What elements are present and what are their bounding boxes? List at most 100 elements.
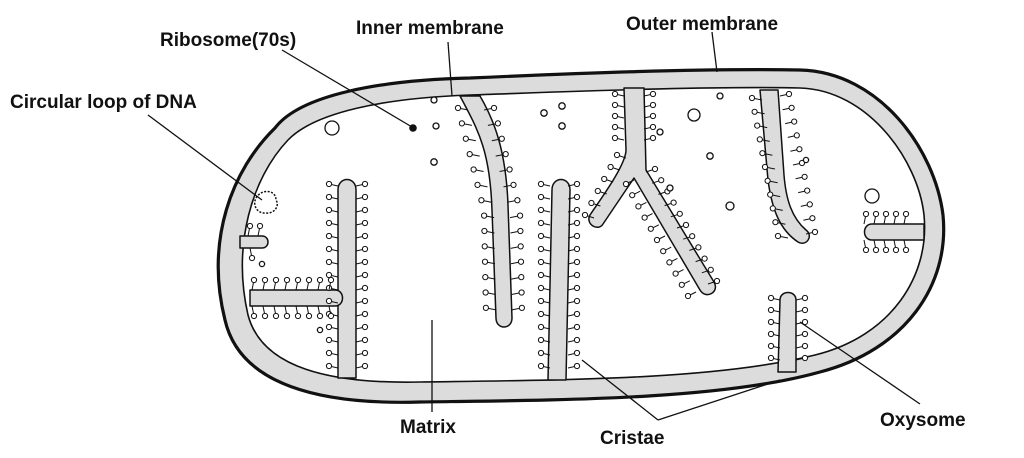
oxysome xyxy=(482,274,489,281)
oxysome xyxy=(316,276,324,284)
oxysome xyxy=(518,274,525,281)
oxysome xyxy=(788,104,795,111)
oxysome xyxy=(537,297,545,305)
oxysome xyxy=(305,276,313,284)
oxysome xyxy=(573,310,581,318)
matrix-granule xyxy=(864,188,880,204)
oxysome xyxy=(325,336,333,344)
oxysome xyxy=(478,197,485,204)
oxysome xyxy=(695,244,702,251)
oxysome xyxy=(294,312,302,320)
oxysome xyxy=(246,222,254,230)
oxysome xyxy=(518,304,526,311)
inner-membrane xyxy=(241,86,926,383)
oxysome xyxy=(325,180,333,188)
inner-membrane-leader xyxy=(447,41,453,97)
matrix-granule xyxy=(558,102,566,110)
oxysome xyxy=(862,210,870,218)
crista xyxy=(759,89,810,244)
oxysome xyxy=(361,284,369,292)
oxysome xyxy=(641,214,648,221)
oxysome xyxy=(517,258,525,265)
oxysome xyxy=(325,271,333,279)
oxysome xyxy=(678,281,685,288)
oxysome xyxy=(283,276,291,284)
oxysome xyxy=(514,197,521,204)
dna-loop xyxy=(254,190,278,214)
oxysome xyxy=(594,187,601,195)
oxysome xyxy=(649,123,657,131)
oxysome xyxy=(629,192,636,199)
label-oxysome: Oxysome xyxy=(880,410,966,431)
crista xyxy=(547,178,571,381)
oxysome xyxy=(462,135,469,142)
matrix-granule-group xyxy=(258,92,880,334)
oxysome xyxy=(458,120,465,127)
oxysome xyxy=(537,180,545,188)
oxysome xyxy=(658,177,665,184)
oxysome xyxy=(361,232,369,240)
dna-leader xyxy=(147,114,263,201)
oxysome xyxy=(902,210,910,218)
oxysome xyxy=(573,336,581,344)
oxysome xyxy=(506,166,513,173)
oxysome xyxy=(517,212,524,219)
oxysome xyxy=(325,297,333,305)
oxysome xyxy=(767,306,775,314)
matrix-granule xyxy=(540,109,548,117)
oxysome xyxy=(666,259,673,266)
oxysome xyxy=(713,277,721,285)
oxysome xyxy=(793,132,800,139)
oxysome xyxy=(872,210,880,218)
oxysome xyxy=(573,349,581,357)
oxysome xyxy=(573,193,581,201)
oxysome xyxy=(361,297,369,305)
crista xyxy=(337,178,357,379)
matrix-granule xyxy=(802,156,810,164)
oxysome xyxy=(327,312,335,320)
oxysome xyxy=(272,276,280,284)
cristae-leader xyxy=(657,379,781,421)
label-outer-membrane: Outer membrane xyxy=(626,14,778,35)
oxysome xyxy=(573,362,581,370)
oxysome xyxy=(806,201,813,208)
oxysome xyxy=(537,336,545,344)
matrix-granule xyxy=(558,122,566,130)
oxysome xyxy=(482,289,489,296)
oxysome xyxy=(649,101,657,109)
oxysome xyxy=(327,276,335,284)
oxysome xyxy=(537,349,545,357)
label-ribosome: Ribosome(70s) xyxy=(160,30,296,51)
oxysome xyxy=(250,312,258,320)
label-matrix: Matrix xyxy=(400,417,456,438)
oxysome xyxy=(490,104,498,112)
oxysome xyxy=(882,246,890,254)
oxysome xyxy=(537,219,545,227)
oxysome xyxy=(767,342,775,350)
oxysome xyxy=(611,123,619,131)
oxysome-leader xyxy=(799,321,921,405)
oxysome xyxy=(256,222,264,230)
oxysome xyxy=(361,310,369,318)
matrix-granule xyxy=(324,120,340,136)
oxysome xyxy=(454,104,462,112)
oxysome xyxy=(537,232,545,240)
oxysome xyxy=(801,173,808,180)
oxysome xyxy=(785,90,793,98)
label-inner-membrane: Inner membrane xyxy=(356,18,504,39)
oxysome xyxy=(653,236,661,244)
matrix-granule xyxy=(666,184,674,192)
oxysome xyxy=(272,312,280,320)
oxysome xyxy=(767,318,775,326)
crista xyxy=(863,223,925,241)
oxysome xyxy=(361,245,369,253)
oxysome xyxy=(248,254,256,262)
oxysome xyxy=(796,146,803,153)
oxysome xyxy=(482,304,489,311)
cristae-leader xyxy=(581,359,659,421)
oxysome xyxy=(573,206,581,214)
oxysome xyxy=(481,227,488,235)
oxysome xyxy=(305,312,313,320)
oxysome xyxy=(325,232,333,240)
